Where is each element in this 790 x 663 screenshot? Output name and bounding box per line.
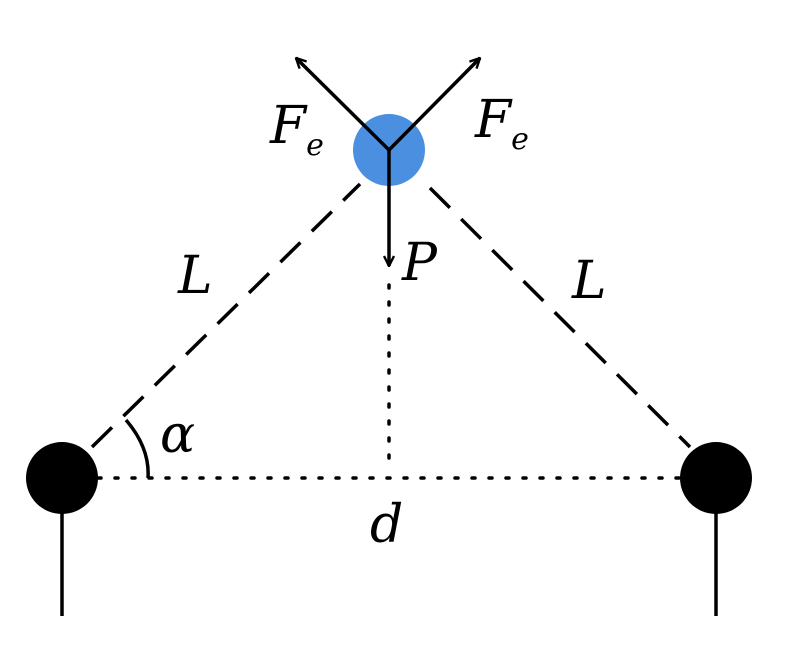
angle-arc [124,418,150,479]
right-length-label: L [571,251,607,311]
left-string-dashed-line [90,182,362,449]
right-fixed-charge [680,442,752,514]
left-electric-force-arrow [296,58,391,152]
right-electric-force-arrow [387,58,480,152]
left-force-label: Fe [269,96,324,163]
distance-label: d [370,495,403,555]
angle-label: α [160,405,195,465]
right-string-dashed-line [428,186,692,449]
left-fixed-charge [26,442,98,514]
left-length-label: L [177,246,213,306]
right-force-label: Fe [474,90,529,157]
weight-label: P [401,233,438,293]
